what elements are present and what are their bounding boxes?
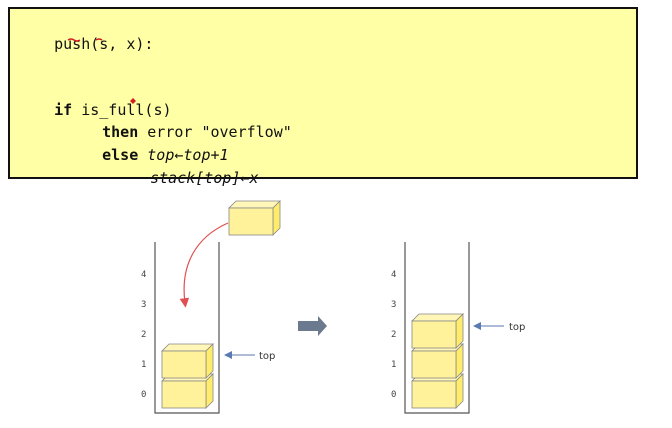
box-before-1 — [161, 343, 214, 379]
code-line-then: then error "overflow" — [66, 105, 292, 159]
box-after-0 — [411, 373, 464, 409]
code-line-else: else top←top+1 — [66, 128, 229, 182]
index-1-before: 1 — [141, 360, 146, 370]
index-0-before: 0 — [141, 390, 146, 400]
else-keyword: else — [102, 146, 139, 164]
index-2-after: 2 — [391, 330, 396, 340]
if-keyword: if — [54, 101, 73, 119]
index-3-after: 3 — [391, 300, 396, 310]
top-label-after: top — [509, 322, 525, 333]
spellcheck-marks — [67, 38, 136, 104]
index-4-before: 4 — [141, 270, 146, 280]
index-0-after: 0 — [391, 390, 396, 400]
index-2-before: 2 — [141, 330, 146, 340]
pseudocode-panel: push(s, x): if is_full(s) then error "ov… — [8, 7, 638, 187]
box-after-2 — [411, 313, 464, 349]
index-3-before: 3 — [141, 300, 146, 310]
box-before-0 — [161, 373, 214, 409]
container-after — [404, 242, 470, 414]
top-label-before: top — [259, 351, 275, 362]
squiggle-x — [95, 38, 103, 41]
else-statement: top←top+1 — [147, 146, 229, 164]
squiggle-cond — [130, 98, 136, 104]
incoming-box — [228, 200, 281, 236]
index-4-after: 4 — [391, 270, 396, 280]
stack-after: 0 1 2 3 4 top — [391, 242, 525, 414]
container-before — [154, 242, 220, 414]
code-line-assign: stack[top]←x — [114, 151, 259, 205]
then-statement: error "overflow" — [147, 123, 292, 141]
transition-arrow — [298, 316, 327, 336]
stack-diagram: 0 1 2 3 4 top 0 1 2 3 4 — [141, 200, 525, 414]
assign-statement: stack[top]←x — [150, 169, 259, 187]
then-keyword: then — [102, 123, 139, 141]
if-condition: is_full(s) — [81, 101, 172, 119]
squiggle-s — [67, 38, 81, 42]
stack-before: 0 1 2 3 4 top — [141, 200, 281, 414]
push-arrow — [179, 222, 229, 308]
index-1-after: 1 — [391, 360, 396, 370]
box-after-1 — [411, 343, 464, 379]
code-line-if: if is_full(s) — [18, 83, 172, 137]
